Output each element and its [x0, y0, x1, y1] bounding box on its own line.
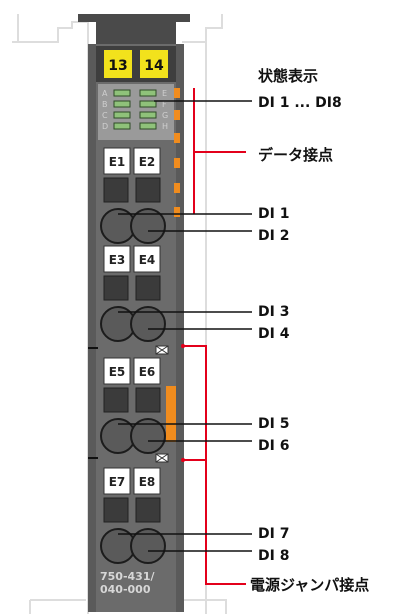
top-latch — [78, 14, 190, 46]
led-indicators: A B C D E F G H — [102, 89, 168, 131]
label-power-jumper: 電源ジャンパ接点 — [250, 576, 369, 594]
data-contact-3 — [174, 133, 180, 143]
number-badges: 13 14 — [104, 50, 168, 78]
led-letter-d: D — [102, 122, 108, 131]
label-status-line-2: DI 1 ... DI8 — [258, 95, 342, 111]
data-contact-2 — [174, 110, 180, 120]
release-slot-2 — [135, 177, 161, 203]
label-di3: DI 3 — [258, 304, 289, 320]
led-letter-g: G — [162, 111, 168, 120]
data-contact-1 — [174, 88, 180, 98]
led-letter-b: B — [102, 100, 108, 109]
label-di4: DI 4 — [258, 326, 290, 342]
terminal-label-e8 — [133, 467, 161, 495]
callout-labels: 状態表示 DI 1 ... DI8 データ接点 DI 1 DI 2 DI 3 D… — [250, 67, 369, 594]
terminal-label-e6 — [133, 357, 161, 385]
led-letter-h: H — [162, 122, 168, 131]
terminal-label-e7 — [103, 467, 131, 495]
led-c — [113, 111, 131, 119]
release-slot-5 — [103, 387, 129, 413]
part-number: 750-431/ 040-000 — [100, 570, 155, 596]
terminal-label-e4 — [133, 245, 161, 273]
terminal-text-e1: E1 — [109, 155, 126, 169]
badge-14-text: 14 — [144, 58, 164, 74]
terminal-text-e6: E6 — [139, 365, 156, 379]
terminal-label-e2 — [133, 147, 161, 175]
terminal-text-e4: E4 — [139, 253, 156, 267]
terminal-block-4: E7 E8 — [100, 467, 166, 564]
led-g — [139, 111, 157, 119]
led-f — [139, 100, 157, 108]
led-a — [113, 89, 131, 97]
power-jumper-contacts — [166, 386, 176, 442]
release-slot-3 — [103, 275, 129, 301]
led-b — [113, 100, 131, 108]
led-d — [113, 122, 131, 130]
release-slot-4 — [135, 275, 161, 301]
release-slot-6 — [135, 387, 161, 413]
label-di8: DI 8 — [258, 548, 289, 564]
part-number-line-1: 750-431/ — [100, 570, 155, 583]
release-slot-8 — [135, 497, 161, 523]
terminal-text-e2: E2 — [139, 155, 156, 169]
wire-port-6 — [130, 418, 166, 454]
led-letter-c: C — [102, 111, 108, 120]
power-jumper-bracket — [182, 345, 246, 585]
led-e — [139, 89, 157, 97]
label-di7: DI 7 — [258, 526, 289, 542]
terminal-block-3: E5 E6 — [100, 357, 166, 454]
led-letter-a: A — [102, 89, 108, 98]
label-data-contacts: データ接点 — [258, 146, 333, 164]
wire-port-2 — [130, 208, 166, 244]
terminal-label-e3 — [103, 245, 131, 273]
terminal-label-e1 — [103, 147, 131, 175]
led-h — [139, 122, 157, 130]
label-di2: DI 2 — [258, 228, 289, 244]
release-slot-1 — [103, 177, 129, 203]
badge-13 — [104, 50, 132, 78]
badge-13-text: 13 — [108, 58, 127, 74]
led-letter-f: F — [162, 100, 167, 109]
right-rail — [176, 44, 184, 612]
left-rail — [88, 44, 96, 612]
terminal-label-e5 — [103, 357, 131, 385]
red-bracket-dots — [181, 344, 185, 462]
led-letter-e: E — [162, 89, 167, 98]
terminal-block-2: E3 E4 — [100, 245, 166, 342]
leader-lines — [118, 100, 252, 552]
jumper-mark-crosses — [155, 345, 169, 463]
data-contact-4 — [174, 158, 180, 168]
badge-14 — [140, 50, 168, 78]
side-ticks — [88, 347, 98, 459]
terminal-text-e7: E7 — [109, 475, 126, 489]
data-contact-6 — [174, 207, 180, 217]
release-slot-7 — [103, 497, 129, 523]
terminal-block-1: E1 E2 — [100, 147, 166, 244]
data-contacts — [174, 88, 180, 217]
wire-port-4 — [130, 306, 166, 342]
part-number-line-2: 040-000 — [100, 583, 151, 596]
label-di1: DI 1 — [258, 206, 289, 222]
terminal-text-e8: E8 — [139, 475, 156, 489]
label-di5: DI 5 — [258, 416, 289, 432]
label-di6: DI 6 — [258, 438, 289, 454]
data-contact-5 — [174, 183, 180, 193]
led-panel — [98, 84, 174, 140]
red-brackets — [182, 88, 246, 585]
label-status-line-1: 状態表示 — [258, 67, 318, 85]
terminal-text-e5: E5 — [109, 365, 126, 379]
wire-port-8 — [130, 528, 166, 564]
terminal-text-e3: E3 — [109, 253, 126, 267]
